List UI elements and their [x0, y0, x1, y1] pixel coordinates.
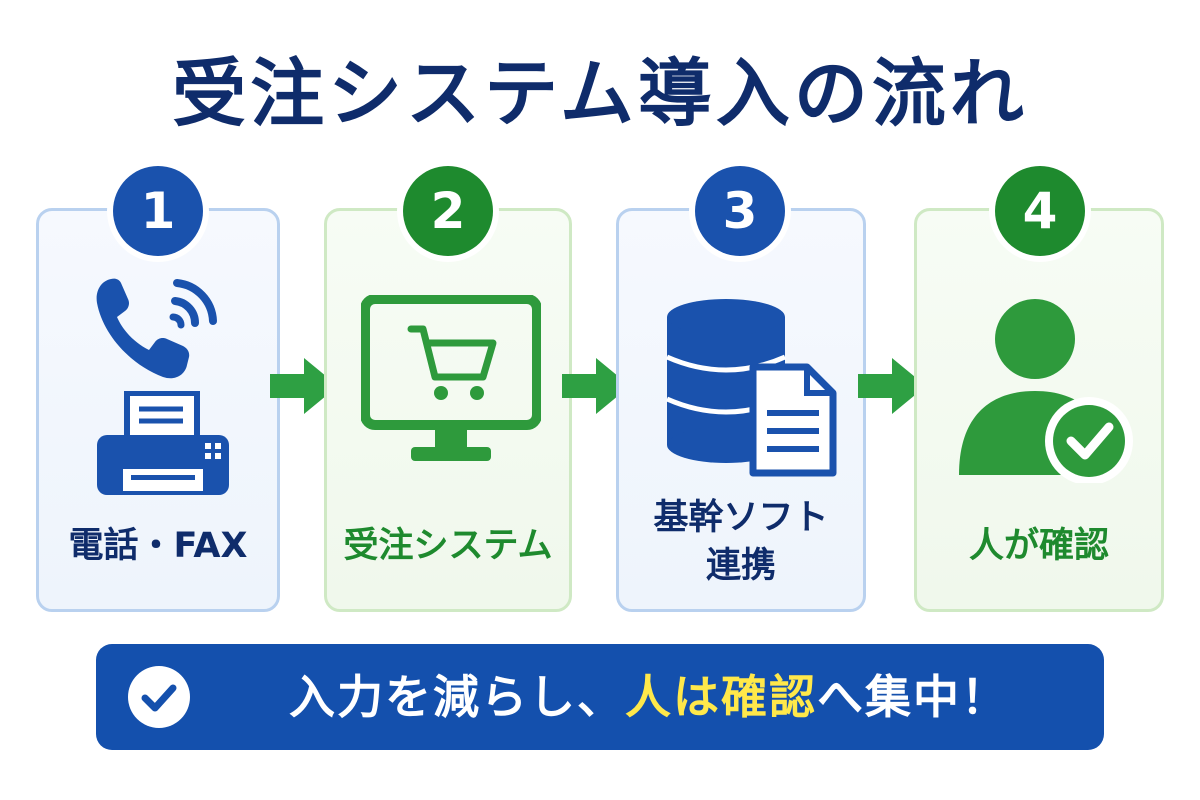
page-title: 受注システム導入の流れ: [172, 51, 1028, 137]
banner-message: 入力を減らし、人は確認へ集中！: [214, 644, 1084, 750]
banner-text-start: 入力を減らし、: [289, 670, 625, 724]
step-label-3-line1: 基幹ソフト: [653, 498, 829, 538]
step-card-3: 基幹ソフト 連携: [616, 208, 866, 612]
document-icon: [749, 363, 837, 477]
summary-banner: 入力を減らし、人は確認へ集中！: [96, 644, 1104, 750]
step-card-1: 電話・FAX: [36, 208, 280, 612]
database-icon: [665, 299, 787, 463]
banner-text-end: へ集中！: [817, 670, 1009, 724]
phone-icon: [96, 278, 217, 379]
step-number-badge-4: 4: [995, 166, 1085, 256]
user-check-icon: [959, 299, 1133, 483]
arrow-right-icon: [270, 358, 338, 414]
fax-icon: [97, 391, 229, 495]
check-circle-icon: [128, 666, 190, 728]
arrow-right-icon: [562, 358, 630, 414]
step-card-4: 人が確認: [914, 208, 1164, 612]
step-number-badge-3: 3: [695, 166, 785, 256]
step-number-badge-1: 1: [113, 166, 203, 256]
step-label-4: 人が確認: [968, 526, 1109, 566]
monitor-cart-icon: [361, 295, 541, 461]
step-label-2: 受注システム: [343, 526, 553, 566]
step-label-1: 電話・FAX: [68, 526, 248, 566]
step-number-badge-2: 2: [403, 166, 493, 256]
step-label-3-line2: 連携: [705, 546, 776, 586]
arrow-right-icon: [858, 358, 926, 414]
step-card-2: 受注システム: [324, 208, 572, 612]
banner-text-highlight: 人は確認: [625, 670, 817, 724]
